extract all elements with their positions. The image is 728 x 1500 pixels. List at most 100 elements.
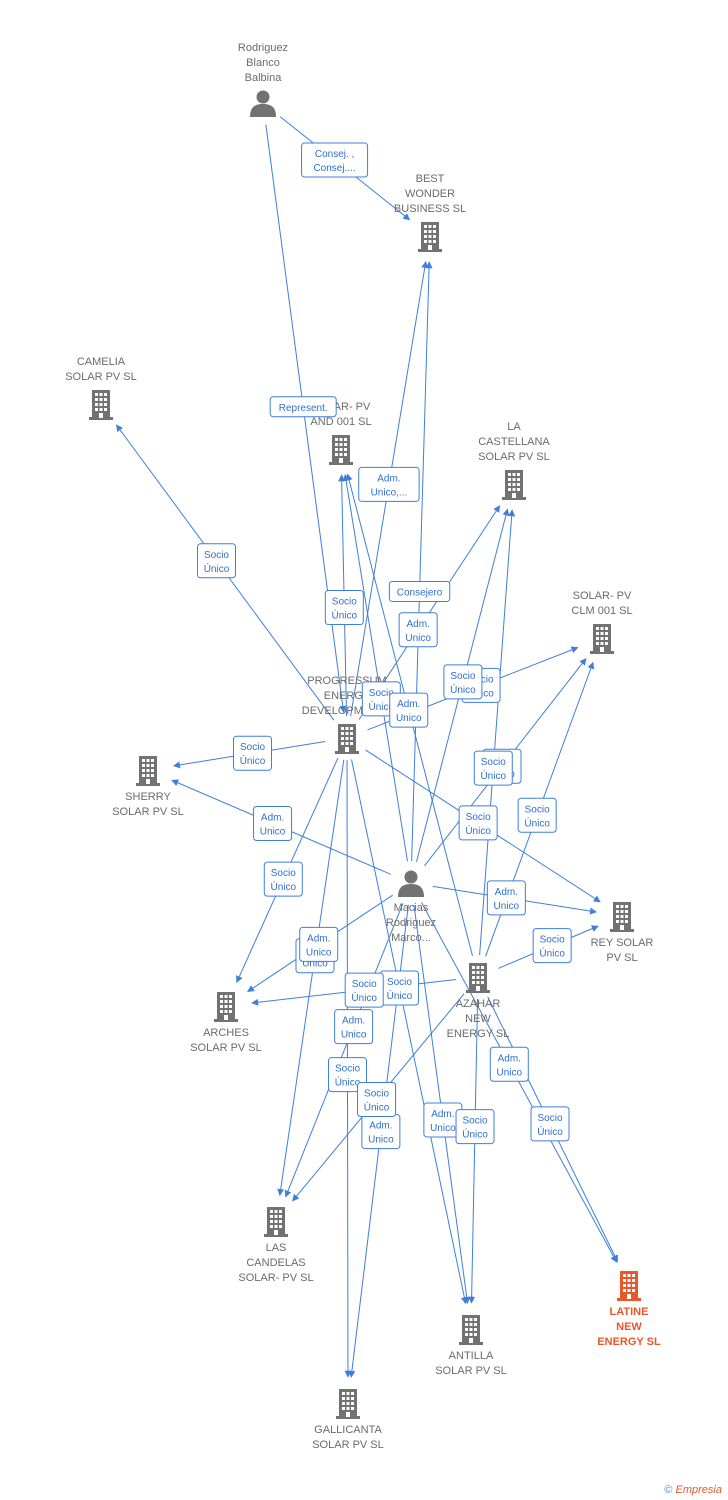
node-label[interactable]: Macias (394, 902, 429, 914)
node-label[interactable]: LATINE (610, 1306, 649, 1318)
node-label[interactable]: GALLICANTA (314, 1424, 382, 1436)
edge-label-macias-arches[interactable]: Adm.Unico (299, 926, 339, 962)
node-label[interactable]: LA (507, 421, 521, 433)
building-icon[interactable] (214, 992, 238, 1022)
node-label[interactable]: LAS (266, 1242, 287, 1254)
node-latine[interactable]: LATINE NEW ENERGY SL (597, 1271, 661, 1348)
node-castellana[interactable]: LA CASTELLANA SOLAR PV SL (478, 421, 550, 500)
node-label[interactable]: SOLAR PV SL (478, 451, 550, 463)
node-label[interactable]: BUSINESS SL (394, 203, 466, 215)
building-icon[interactable] (502, 470, 526, 500)
node-label[interactable]: NEW (616, 1321, 642, 1333)
building-icon[interactable] (610, 902, 634, 932)
node-best[interactable]: BEST WONDER BUSINESS SL (394, 173, 466, 252)
person-icon[interactable] (398, 870, 424, 898)
building-icon[interactable] (418, 222, 442, 252)
edge-label-rodriguez-progressum[interactable]: Represent. (269, 396, 337, 418)
edge-label-rodriguez-best[interactable]: Consej. ,Consej.... (301, 142, 369, 178)
edge-progressum-candelas (277, 759, 345, 1196)
building-icon[interactable] (617, 1271, 641, 1301)
node-label[interactable]: AND 001 SL (310, 416, 371, 428)
node-label[interactable]: SOLAR- PV SL (238, 1272, 313, 1284)
building-icon[interactable] (459, 1315, 483, 1345)
node-azahar[interactable]: AZAHAR NEW ENERGY SL (447, 963, 510, 1040)
node-sherry[interactable]: SHERRY SOLAR PV SL (112, 756, 184, 818)
edge-label-macias-antilla[interactable]: Adm.Unico (423, 1102, 463, 1138)
node-label[interactable]: Blanco (246, 57, 280, 69)
building-icon[interactable] (466, 963, 490, 993)
node-label[interactable]: Marco... (391, 932, 431, 944)
node-label[interactable]: SOLAR PV SL (435, 1365, 507, 1377)
node-label[interactable]: CAMELIA (77, 356, 126, 368)
node-candelas[interactable]: LAS CANDELAS SOLAR- PV SL (238, 1207, 314, 1284)
node-antilla[interactable]: ANTILLA SOLAR PV SL (435, 1315, 507, 1377)
node-gallicanta[interactable]: GALLICANTA SOLAR PV SL (312, 1389, 384, 1451)
node-label[interactable]: CLM 001 SL (571, 605, 632, 617)
empresia-logo[interactable]: Empresia (675, 1484, 722, 1496)
node-label[interactable]: SHERRY (125, 791, 171, 803)
edge-label-azahar-solarand[interactable]: Adm.Unico (389, 692, 429, 728)
node-clm[interactable]: SOLAR- PV CLM 001 SL (571, 590, 633, 654)
node-label[interactable]: SOLAR PV SL (112, 806, 184, 818)
edge-label-macias-sherry[interactable]: Adm.Unico (253, 806, 293, 842)
edge-label-progressum-castellana[interactable]: Adm.Unico (398, 612, 438, 648)
node-macias[interactable]: MaciasRodriguezMarco... (386, 870, 436, 945)
building-icon[interactable] (136, 756, 160, 786)
node-camelia[interactable]: CAMELIA SOLAR PV SL (65, 356, 137, 420)
edge-label-macias-candelas[interactable]: Adm.Unico (334, 1009, 374, 1045)
edge-label-text: Unico (497, 1067, 523, 1078)
edge-label-text: Único (335, 1076, 361, 1089)
node-label[interactable]: ENERGY SL (597, 1336, 661, 1348)
node-label[interactable]: SOLAR- PV (573, 590, 632, 602)
edge-label-macias-rey[interactable]: Adm.Unico (486, 880, 526, 916)
node-arches[interactable]: ARCHES SOLAR PV SL (190, 992, 262, 1054)
person-icon[interactable] (250, 90, 276, 118)
node-label[interactable]: ENERGY (324, 690, 371, 702)
node-label[interactable]: CASTELLANA (478, 436, 550, 448)
edge-label-progressum-best[interactable]: Adm.Unico,... (358, 466, 420, 502)
node-label[interactable]: ARCHES (203, 1027, 249, 1039)
node-label[interactable]: SOLAR PV SL (190, 1042, 262, 1054)
edge-label-macias-gallicanta[interactable]: Adm.Unico (361, 1114, 401, 1150)
node-label[interactable]: NEW (465, 1013, 491, 1025)
node-label[interactable]: REY SOLAR (591, 937, 654, 949)
edge-label-macias-latine[interactable]: Adm.Unico (489, 1046, 529, 1082)
building-icon[interactable] (336, 1389, 360, 1419)
building-icon[interactable] (329, 435, 353, 465)
building-icon[interactable] (89, 390, 113, 420)
node-label[interactable]: BEST (416, 173, 445, 185)
node-label[interactable]: Rodriguez (386, 917, 436, 929)
node-label[interactable]: ENERGY SL (447, 1028, 510, 1040)
node-label[interactable]: CANDELAS (246, 1257, 305, 1269)
node-label[interactable]: SOLAR PV SL (312, 1439, 384, 1451)
edge-label-macias-best[interactable]: Consejero (388, 580, 451, 602)
node-rey[interactable]: REY SOLAR PV SL (591, 902, 654, 964)
node-label[interactable]: SOLAR PV SL (65, 371, 137, 383)
node-label[interactable]: PV SL (606, 952, 637, 964)
node-label[interactable]: Rodriguez (238, 42, 288, 54)
node-label[interactable]: Balbina (245, 72, 283, 84)
node-label[interactable]: WONDER (405, 188, 455, 200)
node-label[interactable]: ANTILLA (449, 1350, 494, 1362)
building-icon[interactable] (264, 1207, 288, 1237)
building-icon[interactable] (335, 724, 359, 754)
edge-label-text: Socio (364, 1089, 389, 1100)
building-icon[interactable] (590, 624, 614, 654)
node-label[interactable]: AZAHAR (456, 998, 501, 1010)
